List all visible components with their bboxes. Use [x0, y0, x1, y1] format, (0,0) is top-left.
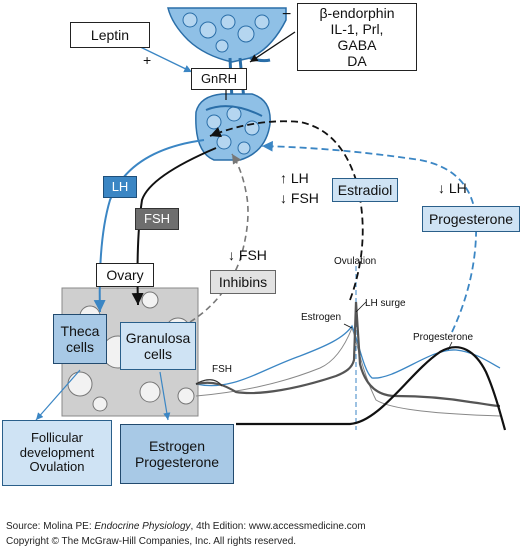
fsh-label: FSH	[144, 210, 170, 226]
follicular-development-box: Follicular development Ovulation	[2, 420, 112, 486]
estrogen-progesterone-box: Estrogen Progesterone	[120, 424, 234, 484]
estrogen-progesterone-line2: Progesterone	[134, 454, 220, 470]
inhibins-label: Inhibins	[218, 273, 268, 290]
follicular-line1: Follicular	[30, 429, 83, 445]
fsh-box: FSH	[135, 208, 179, 230]
inhibitory-sign: −	[282, 6, 292, 23]
theca-line2: cells	[65, 339, 94, 355]
estradiol-up-lh: ↑ LH	[280, 170, 309, 186]
granulosa-line1: Granulosa	[125, 329, 191, 346]
estradiol-label: Estradiol	[337, 181, 393, 198]
theca-line1: Theca	[60, 322, 100, 339]
fsh-graph-label: FSH	[212, 364, 232, 375]
inhibitor-beta-endorphin: β-endorphin	[319, 4, 395, 21]
granulosa-cells-box: Granulosa cells	[120, 322, 196, 370]
stimulatory-sign: +	[143, 52, 152, 68]
leptin-box: Leptin	[70, 22, 150, 48]
inhibitor-il1-prl: IL-1, Prl,	[330, 20, 384, 37]
inhibitor-gaba: GABA	[337, 37, 377, 53]
lh-box: LH	[103, 176, 137, 198]
ovulation-label: Ovulation	[334, 256, 377, 267]
estradiol-down-fsh: ↓ FSH	[280, 190, 319, 206]
source-line: Source: Molina PE: Endocrine Physiology,…	[6, 521, 366, 532]
gnrh-box: GnRH	[191, 68, 247, 90]
inhibitors-box: β-endorphin IL-1, Prl, GABA DA	[297, 3, 417, 71]
estrogen-line-gray	[195, 326, 501, 417]
leptin-label: Leptin	[90, 26, 130, 43]
source-suffix: , 4th Edition: www.accessmedicine.com	[190, 521, 366, 532]
progesterone-label: Progesterone	[428, 210, 514, 227]
theca-cells-box: Theca cells	[53, 314, 107, 364]
ovary-box: Ovary	[96, 263, 154, 287]
granulosa-line2: cells	[143, 346, 172, 362]
inhibins-box: Inhibins	[210, 270, 276, 294]
lh-label: LH	[111, 178, 129, 194]
copyright-line: Copyright © The McGraw-Hill Companies, I…	[6, 536, 297, 547]
lh-fsh-curve	[195, 301, 501, 408]
progesterone-effect: ↓ LH	[438, 180, 467, 196]
gnrh-label: GnRH	[200, 70, 238, 86]
fsh-bump	[195, 379, 223, 387]
ovary-label: Ovary	[106, 266, 144, 283]
inhibins-effect: ↓ FSH	[228, 247, 267, 263]
estradiol-box: Estradiol	[332, 178, 398, 202]
progesterone-graph-label: Progesterone	[413, 332, 474, 343]
follicular-line3: Ovulation	[29, 459, 85, 475]
estradiol-effect: ↑ LH ↓ FSH	[280, 168, 319, 208]
estrogen-progesterone-line1: Estrogen	[148, 437, 206, 454]
pituitary-illustration	[195, 93, 271, 161]
estrogen-graph-label: Estrogen	[301, 312, 342, 323]
cycle-graph	[195, 266, 507, 431]
progesterone-curve	[236, 346, 507, 431]
source-prefix: Source: Molina PE:	[6, 521, 95, 532]
progesterone-box: Progesterone	[422, 206, 520, 232]
follicular-line2: development	[19, 444, 95, 460]
lh-surge-label: LH surge	[365, 298, 406, 309]
inhibitor-da: DA	[347, 53, 367, 70]
source-title: Endocrine Physiology	[94, 521, 191, 532]
